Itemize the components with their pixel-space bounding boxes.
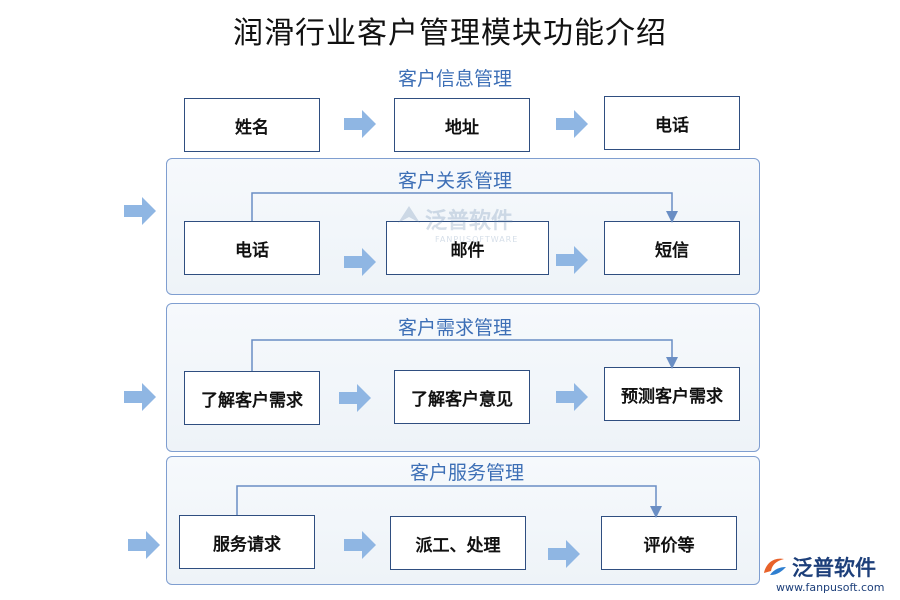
block-arrow-1b (556, 110, 588, 138)
box-demand-predict-needs: 预测客户需求 (604, 367, 740, 421)
section-label-relationship: 客户关系管理 (397, 170, 512, 192)
watermark-subtext: FANPUSOFTWARE (435, 235, 519, 244)
block-arrow-2b (556, 246, 588, 274)
block-arrow-4a (344, 531, 376, 559)
box-demand-understand-opinions: 了解客户意见 (394, 370, 530, 424)
block-arrow-2-left (124, 197, 156, 225)
block-arrow-2a (344, 248, 376, 276)
connector-service (236, 485, 662, 518)
block-arrow-3a (339, 384, 371, 412)
connector-relationship (251, 192, 678, 223)
box-rel-phone: 电话 (184, 221, 320, 275)
watermark: 泛普软件 FANPUSOFTWARE (395, 203, 518, 244)
box-rel-email: 邮件 (386, 221, 549, 275)
block-arrow-4b (548, 540, 580, 568)
box-service-evaluation: 评价等 (601, 516, 737, 570)
watermark-text: 泛普软件 (425, 209, 514, 234)
brand-logo: 泛普软件 (762, 552, 876, 582)
section-label-demand: 客户需求管理 (397, 317, 512, 339)
brand-url: www.fanpusoft.com (776, 581, 885, 594)
connector-demand (251, 339, 678, 371)
page-title: 润滑行业客户管理模块功能介绍 (233, 16, 667, 51)
box-service-request: 服务请求 (179, 515, 315, 569)
brand-name: 泛普软件 (792, 556, 876, 580)
box-info-phone: 电话 (604, 96, 740, 150)
box-demand-understand-needs: 了解客户需求 (184, 371, 320, 425)
section-label-info: 客户信息管理 (397, 68, 512, 90)
block-arrow-4-left (128, 531, 160, 559)
box-info-name: 姓名 (184, 98, 320, 152)
box-info-address: 地址 (394, 98, 530, 152)
box-service-dispatch: 派工、处理 (390, 516, 526, 570)
block-arrow-1a (344, 110, 376, 138)
brand-logo-icon (764, 558, 786, 575)
box-rel-sms: 短信 (604, 221, 740, 275)
section-label-service: 客户服务管理 (409, 462, 524, 484)
block-arrow-3-left (124, 383, 156, 411)
watermark-logo-icon (398, 206, 420, 223)
block-arrow-3b (556, 383, 588, 411)
